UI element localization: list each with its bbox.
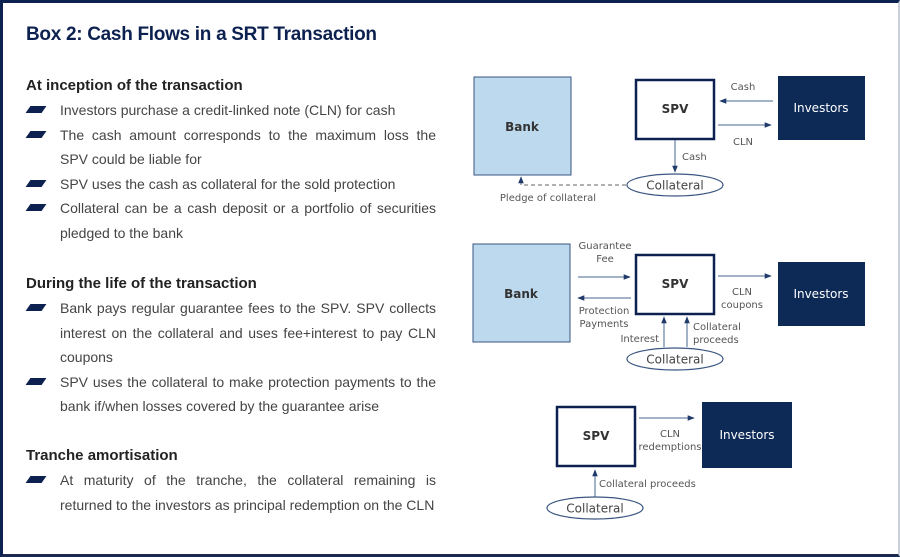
- bullet-text: Bank pays regular guarantee fees to the …: [60, 300, 436, 365]
- bullet-item: SPV uses the collateral to make protecti…: [25, 370, 436, 419]
- cln-label: CLN: [733, 137, 753, 148]
- protection-label: Protection: [579, 306, 630, 317]
- spv-box: [555, 405, 637, 468]
- fee-label: Guarantee: [578, 241, 631, 252]
- collateral-ellipse: [626, 347, 724, 371]
- spv-label: SPV: [662, 277, 689, 291]
- bullet-text: The cash amount corresponds to the maxim…: [60, 126, 436, 168]
- bullet-item: SPV uses the cash as collateral for the …: [25, 172, 436, 197]
- proceeds-label: Collateral proceeds: [599, 479, 696, 490]
- investors-box: [778, 76, 865, 140]
- bank-box: [472, 243, 571, 343]
- bullet-text: Collateral can be a cash deposit or a po…: [60, 200, 436, 241]
- spv-box: [634, 253, 716, 316]
- bullet-text: SPV uses the cash as collateral for the …: [60, 175, 396, 192]
- proceeds-label: Collateral: [693, 322, 741, 333]
- bullet-text: SPV uses the collateral to make protecti…: [60, 373, 436, 415]
- investors-box: [778, 262, 865, 326]
- pledge-label: Pledge of collateral: [500, 193, 596, 204]
- proceeds-label: proceeds: [693, 335, 739, 346]
- cash-down-label: Cash: [682, 152, 707, 163]
- section-heading: Tranche amortisation: [26, 447, 178, 464]
- investors-label: Investors: [793, 287, 848, 301]
- bullet-item: Bank pays regular guarantee fees to the …: [25, 296, 436, 370]
- redemptions-label: CLN: [660, 429, 680, 440]
- box-title: Box 2: Cash Flows in a SRT Transaction: [26, 24, 377, 45]
- pledge-arrow: [518, 176, 626, 186]
- coupons-label: coupons: [721, 300, 763, 311]
- section-inception: At inception of the transaction Investor…: [25, 77, 436, 245]
- section-amortisation: Tranche amortisation At maturity of the …: [25, 447, 436, 517]
- section-life: During the life of the transaction Bank …: [25, 275, 436, 419]
- bullet-item: The cash amount corresponds to the maxim…: [25, 123, 436, 172]
- diagram-life: Bank SPV Investors Guarantee Fee Protect…: [472, 241, 865, 371]
- investors-label: Investors: [793, 101, 848, 115]
- collateral-ellipse: [626, 173, 724, 197]
- coupons-label: CLN: [732, 287, 752, 298]
- section-heading: During the life of the transaction: [26, 275, 257, 292]
- diagram-inception: Bank SPV Investors Cash CLN Cash Collate…: [473, 76, 865, 204]
- bullet-item: Investors purchase a credit-linked note …: [25, 98, 436, 123]
- bullet-item: Collateral can be a cash deposit or a po…: [25, 196, 436, 245]
- bullet-item: At maturity of the tranche, the collater…: [25, 468, 436, 517]
- bank-box: [473, 76, 572, 176]
- bank-label: Bank: [504, 287, 539, 301]
- cash-in-label: Cash: [731, 82, 756, 93]
- interest-label: Interest: [620, 334, 659, 345]
- protection-label: Payments: [580, 319, 629, 330]
- bullet-text: Investors purchase a credit-linked note …: [60, 102, 396, 118]
- investors-label: Investors: [719, 428, 774, 442]
- collateral-label: Collateral: [566, 502, 623, 516]
- fee-label: Fee: [596, 254, 614, 265]
- collateral-ellipse: [546, 496, 644, 520]
- spv-label: SPV: [583, 429, 610, 443]
- redemptions-label: redemptions: [639, 442, 702, 453]
- diagram-amortisation: SPV Investors CLN redemptions Collateral…: [546, 402, 792, 520]
- section-heading: At inception of the transaction: [26, 77, 243, 94]
- collateral-label: Collateral: [646, 179, 703, 193]
- bullet-text: At maturity of the tranche, the collater…: [60, 472, 436, 513]
- investors-box: [702, 402, 792, 468]
- spv-box: [634, 78, 716, 141]
- collateral-label: Collateral: [646, 353, 703, 367]
- spv-label: SPV: [662, 102, 689, 116]
- bank-label: Bank: [505, 120, 540, 134]
